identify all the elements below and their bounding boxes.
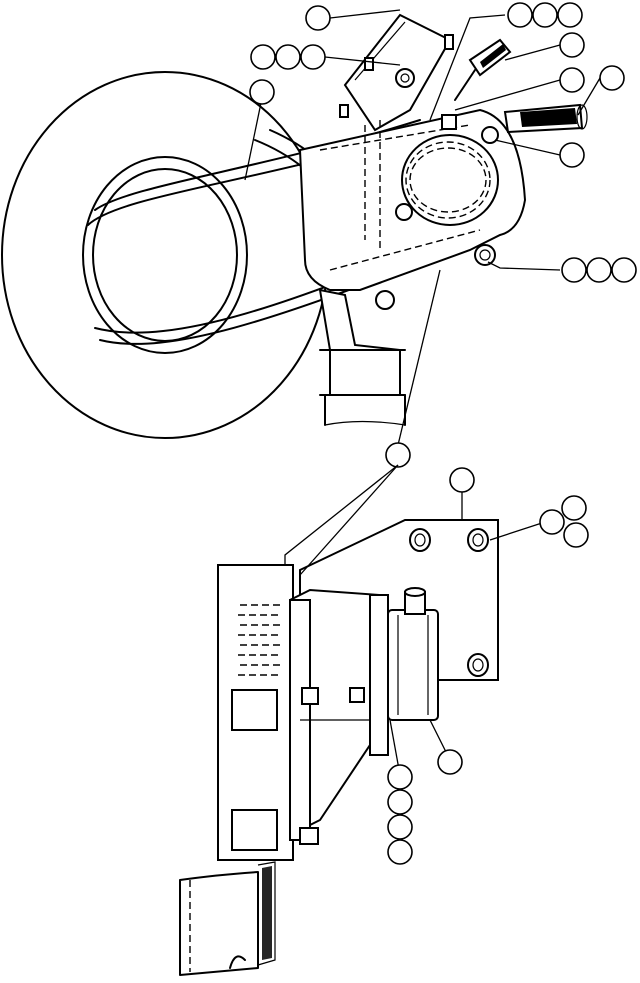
callout-bubble (437, 749, 463, 775)
hose-fitting-upper (441, 38, 512, 130)
callout-bubble (561, 257, 587, 283)
callout-bubble (532, 2, 558, 28)
callout-bubble (275, 44, 301, 70)
callout-bubble (249, 79, 275, 105)
belt-drive-assembly (1, 2, 637, 468)
hydraulic-pump (387, 587, 439, 721)
leader-lines-upper (244, 9, 601, 446)
callout-bubble (599, 65, 625, 91)
callout-bubble (387, 789, 413, 815)
callout-bubble (557, 2, 583, 28)
pump-pulley (395, 134, 499, 226)
hose-fitting-right (481, 103, 588, 144)
callouts-lower (387, 467, 589, 865)
adjuster-bolt (474, 244, 496, 266)
flywheel (1, 71, 329, 439)
callout-bubble (559, 32, 585, 58)
belt-sheave-lower (179, 861, 276, 976)
pump-mounting-assembly (179, 464, 589, 976)
callout-bubble (305, 5, 331, 31)
callouts-upper (249, 2, 637, 468)
callout-bubble (449, 467, 475, 493)
pulley-housing (217, 564, 294, 861)
callout-bubble (586, 257, 612, 283)
callout-bubble (387, 839, 413, 865)
callout-bubble (563, 522, 589, 548)
callout-bubble (385, 442, 411, 468)
callout-bubble (300, 44, 326, 70)
leader-lines-lower (284, 464, 546, 776)
pump-body (288, 588, 389, 845)
callout-bubble (559, 142, 585, 168)
callout-bubble (611, 257, 637, 283)
tensioner-arm (339, 13, 454, 250)
callout-bubble (561, 495, 587, 521)
callout-bubble (559, 67, 585, 93)
callout-bubble (387, 814, 413, 840)
callout-bubble (507, 2, 533, 28)
callout-bubble (387, 764, 413, 790)
callout-bubble (539, 509, 565, 535)
mount-leg (318, 288, 406, 426)
callout-bubble (250, 44, 276, 70)
